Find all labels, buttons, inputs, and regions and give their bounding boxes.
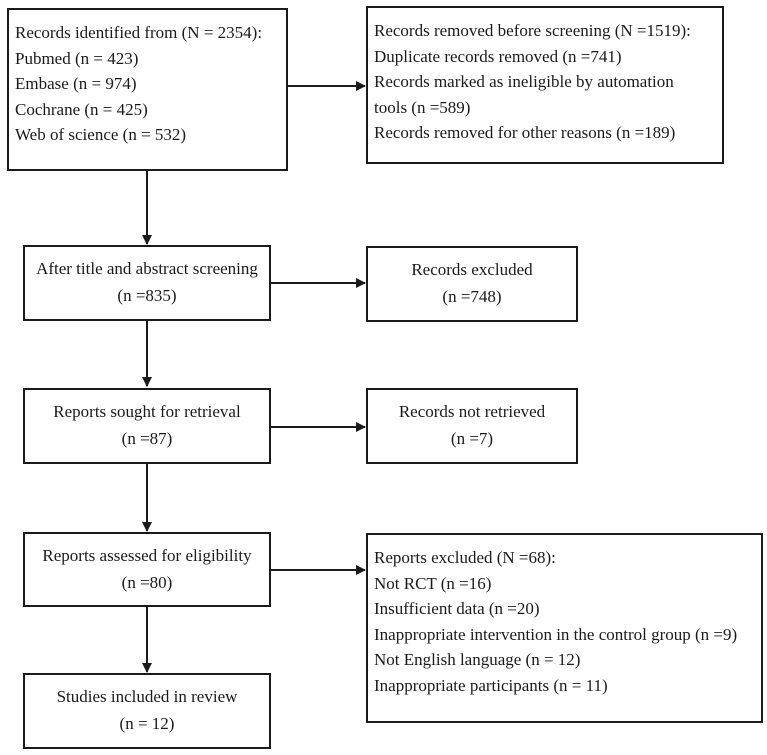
box-studies-included: Studies included in review (n = 12) [23, 673, 271, 749]
records-removed-title: Records removed before screening (N =151… [374, 21, 691, 40]
eligibility-count: (n =80) [121, 573, 173, 592]
source-pubmed: Pubmed (n = 423) [15, 48, 139, 68]
excluded-not-rct: Not RCT (n =16) [374, 573, 492, 593]
source-cochrane: Cochrane (n = 425) [15, 99, 148, 119]
included-label: Studies included in review [56, 687, 238, 706]
box-records-identified: Records identified from (N = 2354): Pubm… [7, 8, 288, 171]
reports-excluded-title: Reports excluded (N =68): [374, 548, 556, 567]
screening-label: After title and abstract screening [36, 259, 258, 278]
box-records-excluded: Records excluded (n =748) [366, 246, 578, 322]
source-embase: Embase (n = 974) [15, 74, 137, 93]
source-web-of-science: Web of science (n = 532) [15, 125, 187, 144]
not-retrieved-label: Records not retrieved [398, 402, 546, 421]
removed-automation: Records marked as ineligible by automati… [374, 72, 674, 91]
excluded-not-english: Not English language (n = 12) [374, 650, 581, 669]
records-identified-title: Records identified from (N = 2354): [15, 23, 263, 42]
included-count: (n = 12) [119, 714, 175, 733]
retrieval-count: (n =87) [121, 429, 173, 448]
box-records-not-retrieved: Records not retrieved (n =7) [366, 388, 578, 464]
not-retrieved-count: (n =7) [450, 429, 494, 448]
removed-other: Records removed for other reasons (n =18… [374, 123, 676, 142]
screening-count: (n =835) [117, 286, 177, 305]
excluded-inappropriate-participants: Inappropriate participants (n = 11) [374, 675, 608, 695]
box-records-removed: Records removed before screening (N =151… [366, 6, 724, 164]
removed-duplicates: Duplicate records removed (n =741) [374, 46, 622, 66]
excluded-inappropriate-intervention: Inappropriate intervention in the contro… [374, 624, 738, 644]
box-reports-sought: Reports sought for retrieval (n =87) [23, 388, 271, 464]
excluded-insufficient-data: Insufficient data (n =20) [374, 599, 540, 618]
excluded-count: (n =748) [442, 287, 502, 306]
excluded-label: Records excluded [411, 260, 533, 279]
box-reports-excluded: Reports excluded (N =68): Not RCT (n =16… [366, 533, 763, 723]
eligibility-label: Reports assessed for eligibility [42, 546, 252, 565]
removed-automation-cont: tools (n =589) [374, 97, 471, 117]
box-after-screening: After title and abstract screening (n =8… [23, 245, 271, 321]
retrieval-label: Reports sought for retrieval [53, 402, 241, 421]
box-reports-assessed: Reports assessed for eligibility (n =80) [23, 532, 271, 607]
